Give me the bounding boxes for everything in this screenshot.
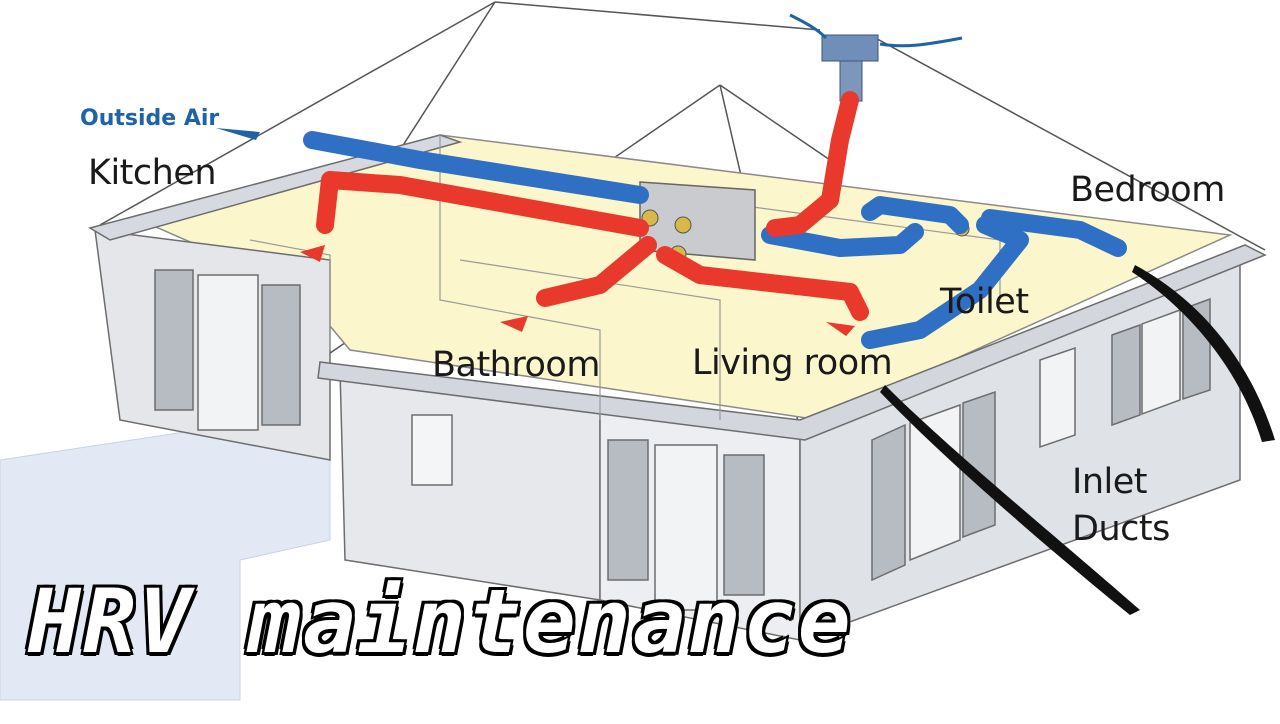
toilet-label: Toilet	[940, 282, 1029, 322]
airflow-arrows	[216, 128, 855, 336]
hrv-unit	[639, 181, 970, 263]
inlet-ducts-line2: Ducts	[1072, 509, 1170, 549]
roof-vent	[789, 13, 963, 102]
inlet-ducts-label: Inlet Ducts	[1072, 459, 1170, 553]
title-banner: HRV maintenance	[26, 568, 853, 675]
front-block	[317, 244, 1267, 642]
outside-air-label: Outside Air	[80, 106, 220, 131]
inlet-ducts-line1: Inlet	[1072, 462, 1147, 502]
supply-ducts	[316, 91, 869, 321]
extract-ducts	[303, 131, 1127, 349]
inlet-duct-pointers	[880, 265, 1275, 615]
left-wing	[88, 134, 463, 461]
bathroom-label: Bathroom	[432, 345, 600, 385]
kitchen-label: Kitchen	[88, 153, 217, 193]
bedroom-label: Bedroom	[1070, 170, 1225, 210]
living-room-label: Living room	[692, 343, 893, 383]
